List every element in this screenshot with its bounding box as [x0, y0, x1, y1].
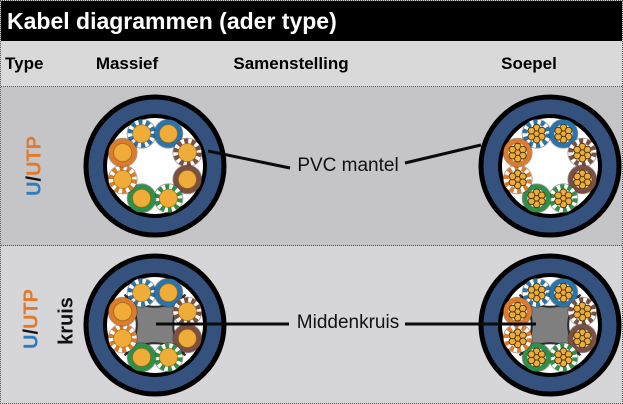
wire-blue-striped [126, 277, 157, 308]
wire-orange-striped [107, 323, 138, 354]
wire-brown-striped [567, 296, 598, 327]
wire-blue-solid [548, 277, 579, 308]
cable-soepel-1 [478, 94, 622, 238]
wire-orange-striped [107, 164, 138, 195]
row2-label-slash: / [20, 328, 43, 335]
annotation-middenkruis: Middenkruis [296, 312, 400, 333]
wire-brown-solid [172, 323, 203, 354]
row2-type-label: U/UTP [21, 289, 44, 349]
wire-blue-solid [548, 118, 579, 149]
wire-blue-striped [521, 118, 552, 149]
page-title: Kabel diagrammen (ader type) [7, 8, 337, 34]
row2-type-suffix: kruis [55, 297, 78, 345]
wire-blue-striped [521, 277, 552, 308]
wire-brown-striped [172, 296, 203, 327]
column-header-samenstelling: Samenstelling [233, 54, 349, 73]
cable-soepel-2 [478, 253, 622, 397]
row2-label-u: U [20, 334, 43, 350]
annotation-pvc-mantel: PVC mantel [297, 155, 399, 176]
wire-green-solid [521, 183, 552, 214]
wire-brown-striped [172, 137, 203, 168]
row1-label-utp: UTP [23, 135, 46, 176]
wire-orange-solid [107, 137, 138, 168]
wire-orange-striped [502, 164, 533, 195]
wire-orange-solid [107, 296, 138, 327]
row1-label-u: U [23, 181, 46, 197]
cable-massief-2 [83, 253, 227, 397]
column-header-type: Type [5, 54, 44, 73]
wire-brown-striped [567, 137, 598, 168]
wire-blue-solid [153, 277, 184, 308]
wire-blue-solid [153, 118, 184, 149]
wire-brown-solid [172, 164, 203, 195]
row2-label-utp: UTP [20, 288, 43, 329]
wire-orange-solid [502, 137, 533, 168]
wire-green-striped [153, 183, 184, 214]
leader-line-1 [207, 149, 291, 170]
cable-massief-1 [83, 94, 227, 238]
wire-green-striped [548, 342, 579, 373]
row1-label-slash: / [23, 175, 46, 182]
wire-green-solid [126, 183, 157, 214]
wire-green-striped [548, 183, 579, 214]
wire-orange-solid [502, 296, 533, 327]
wire-brown-solid [567, 164, 598, 195]
wire-green-solid [521, 342, 552, 373]
wire-brown-solid [567, 323, 598, 354]
wire-green-striped [153, 342, 184, 373]
wire-orange-striped [502, 323, 533, 354]
title-bar: Kabel diagrammen (ader type) [1, 1, 622, 41]
column-header-soepel: Soepel [501, 54, 557, 73]
column-header-row: Type Massief Samenstelling Soepel [1, 41, 622, 87]
leader-line-2 [404, 143, 482, 165]
row1-type-label: U/UTP [24, 136, 47, 196]
wire-green-solid [126, 342, 157, 373]
column-header-massief: Massief [95, 54, 159, 73]
